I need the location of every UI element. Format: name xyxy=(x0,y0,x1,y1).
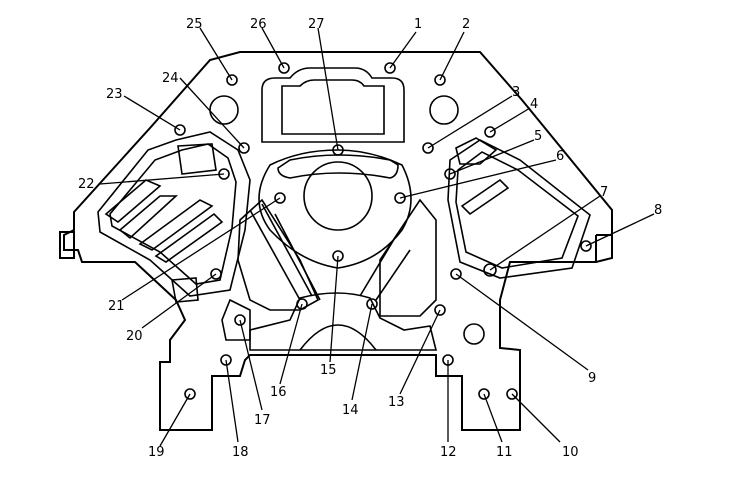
large-plug-right xyxy=(429,95,459,125)
bolt-holes xyxy=(174,62,592,400)
callout-23: 23 xyxy=(106,87,123,102)
callout-27: 27 xyxy=(308,17,325,32)
callout-25: 25 xyxy=(186,17,203,32)
inner-gallery xyxy=(97,67,591,351)
bolt-hole-25 xyxy=(226,74,238,86)
bolt-hole-21 xyxy=(274,192,286,204)
bolt-hole-1 xyxy=(384,62,396,74)
callout-19: 19 xyxy=(148,445,165,460)
callout-8: 8 xyxy=(654,203,662,218)
bolt-hole-2 xyxy=(434,74,446,86)
bolt-hole-26 xyxy=(278,62,290,74)
callout-12: 12 xyxy=(440,445,457,460)
bolt-hole-11 xyxy=(478,388,490,400)
callout-13: 13 xyxy=(388,395,405,410)
callout-labels: 1 2 3 4 5 6 7 8 9 10 11 12 13 14 15 16 1… xyxy=(78,17,662,460)
callout-10: 10 xyxy=(562,445,579,460)
callout-20: 20 xyxy=(126,329,143,344)
callout-2: 2 xyxy=(462,17,470,32)
bolt-hole-17 xyxy=(234,314,246,326)
callout-26: 26 xyxy=(250,17,267,32)
large-plug-left xyxy=(209,95,239,125)
callout-4: 4 xyxy=(530,97,538,112)
bolt-hole-27 xyxy=(332,144,344,156)
bolt-hole-7 xyxy=(483,263,497,277)
callout-5: 5 xyxy=(534,129,542,144)
bolt-hole-5 xyxy=(444,168,456,180)
callout-22: 22 xyxy=(78,177,95,192)
leader-lines xyxy=(99,27,655,447)
callout-11: 11 xyxy=(496,445,513,460)
callout-18: 18 xyxy=(232,445,249,460)
bolt-hole-20 xyxy=(210,268,222,280)
callout-17: 17 xyxy=(254,413,271,428)
bolt-hole-14 xyxy=(366,298,378,310)
bolt-hole-24 xyxy=(238,142,250,154)
block-outline xyxy=(59,51,613,431)
bolt-hole-10 xyxy=(506,388,518,400)
bolt-hole-13 xyxy=(434,304,446,316)
bolt-hole-3 xyxy=(422,142,434,154)
callout-1: 1 xyxy=(414,17,422,32)
callout-7: 7 xyxy=(600,185,608,200)
callout-21: 21 xyxy=(108,299,125,314)
bolt-hole-18 xyxy=(220,354,232,366)
callout-16: 16 xyxy=(270,385,287,400)
callout-3: 3 xyxy=(512,85,520,100)
bolt-hole-19 xyxy=(184,388,196,400)
bolt-hole-4 xyxy=(484,126,496,138)
callout-14: 14 xyxy=(342,403,359,418)
bolt-hole-16 xyxy=(296,298,308,310)
bolt-hole-6 xyxy=(394,192,406,204)
callout-24: 24 xyxy=(162,71,179,86)
callout-15: 15 xyxy=(320,363,337,378)
bolt-hole-9 xyxy=(450,268,462,280)
callout-6: 6 xyxy=(556,149,564,164)
bolt-hole-8 xyxy=(580,240,592,252)
bolt-hole-23 xyxy=(174,124,186,136)
callout-9: 9 xyxy=(588,371,596,386)
large-plug-lower-right xyxy=(463,323,485,345)
